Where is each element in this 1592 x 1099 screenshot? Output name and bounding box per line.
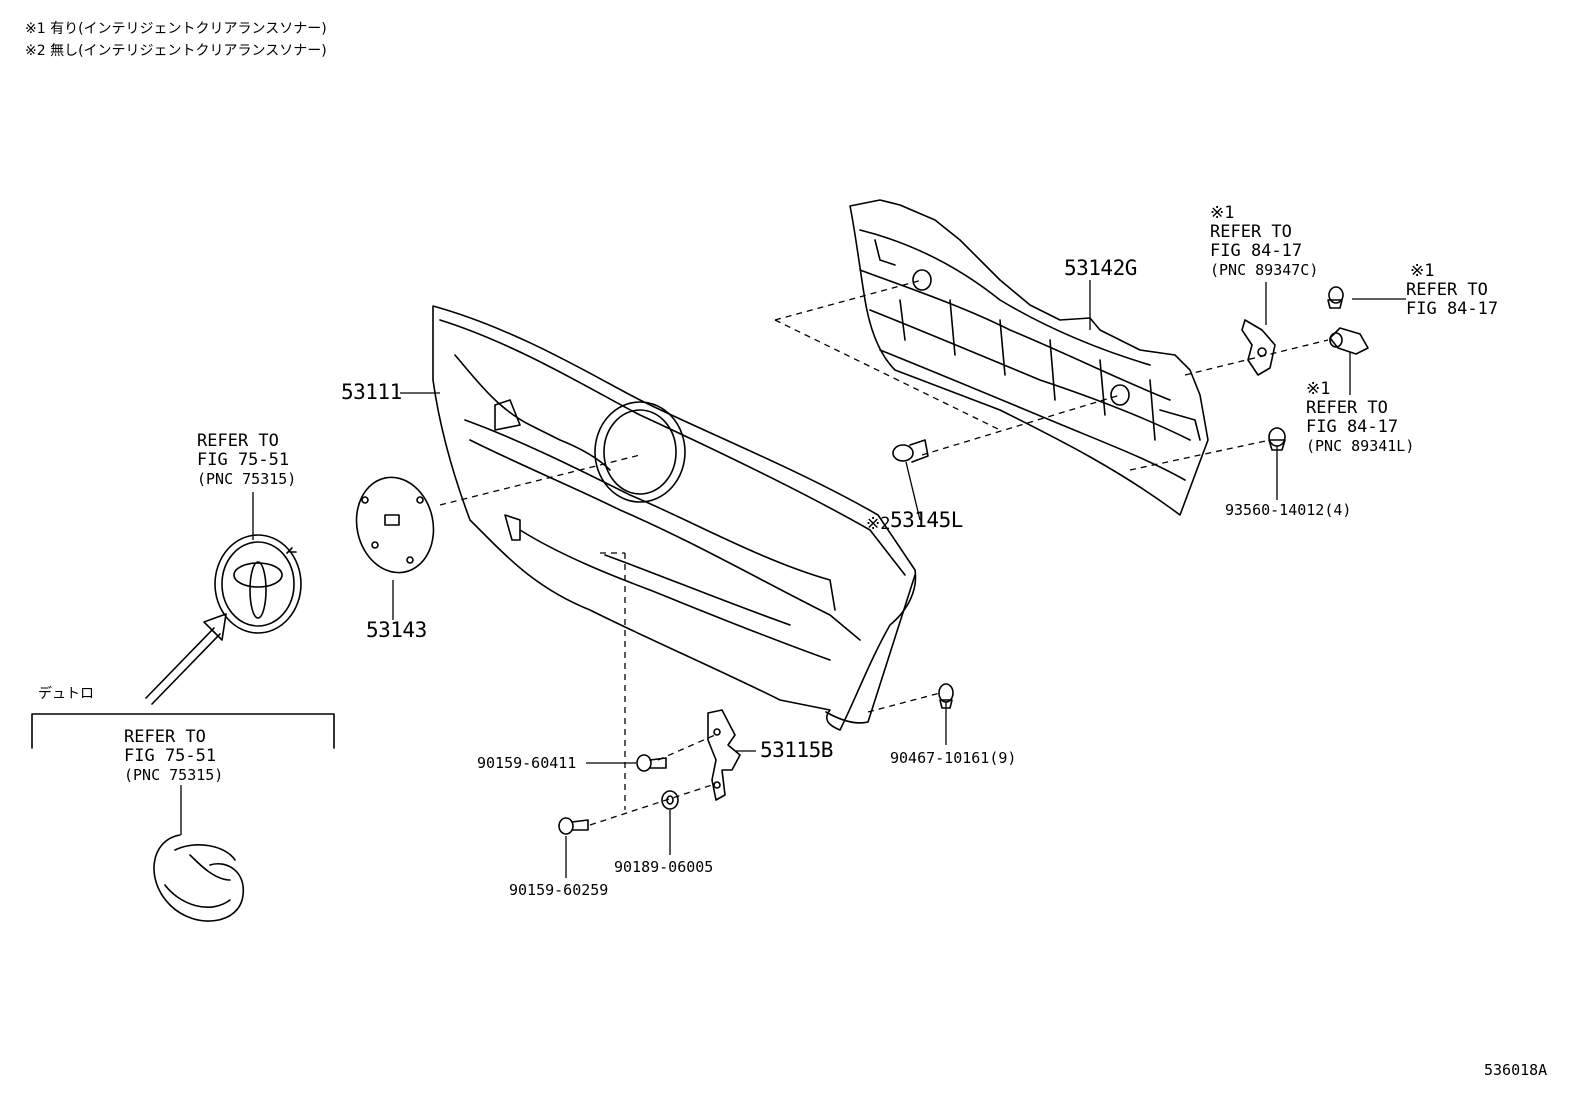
part-label-90189-06005: 90189-06005 [614, 858, 714, 876]
part-label-53145L: 53145L [890, 508, 963, 532]
arrow-icon [145, 613, 227, 705]
bolt-90159-60411 [636, 754, 667, 772]
ref-emblem-front: REFER TO FIG 75-51 (PNC 75315) [197, 431, 297, 489]
part-label-53111: 53111 [341, 380, 402, 404]
detro-label: デュトロ [38, 686, 94, 702]
sensor-bracket [1241, 319, 1276, 376]
ref-sensor-bracket: ※1 REFER TO FIG 84-17 (PNC 89347C) [1210, 203, 1319, 280]
part-label-53115B: 53115B [760, 738, 833, 762]
inner-grille-53142G [849, 199, 1209, 516]
detro-emblem [153, 834, 244, 922]
clip-53145L [892, 439, 929, 463]
sensor-unit [1329, 327, 1369, 355]
part-label-53143: 53143 [366, 618, 427, 642]
ref-sensor-clip: ※1 REFER TO FIG 84-17 [1406, 261, 1499, 319]
part-label-93560-14012: 93560-14012(4) [1225, 501, 1352, 519]
bracket-53115B [707, 709, 741, 801]
note-2: ※2 無し(インテリジェントクリアランスソナー) [25, 43, 327, 59]
dashed-lines [439, 279, 1329, 826]
grille-53111 [432, 305, 917, 731]
part-mark-53145L: ※2 [866, 514, 891, 534]
figure-id: 536018A [1484, 1061, 1548, 1079]
note-1: ※1 有り(インテリジェントクリアランスソナー) [25, 21, 327, 37]
part-label-90159-60411: 90159-60411 [477, 754, 577, 772]
part-label-90467-10161: 90467-10161(9) [890, 749, 1017, 767]
sensor-clip [1327, 286, 1344, 309]
ref-emblem-detro: REFER TO FIG 75-51 (PNC 75315) [124, 727, 224, 785]
bolt-90159-60259 [558, 817, 589, 835]
detro-bracket [31, 713, 335, 749]
part-label-53142G: 53142G [1064, 256, 1137, 280]
toyota-emblem-front [214, 534, 302, 634]
emblem-plate-53143 [355, 476, 435, 574]
part-label-90159-60259: 90159-60259 [509, 881, 609, 899]
leader-lines [180, 280, 1406, 878]
ref-sensor-unit: ※1 REFER TO FIG 84-17 (PNC 89341L) [1306, 379, 1415, 456]
